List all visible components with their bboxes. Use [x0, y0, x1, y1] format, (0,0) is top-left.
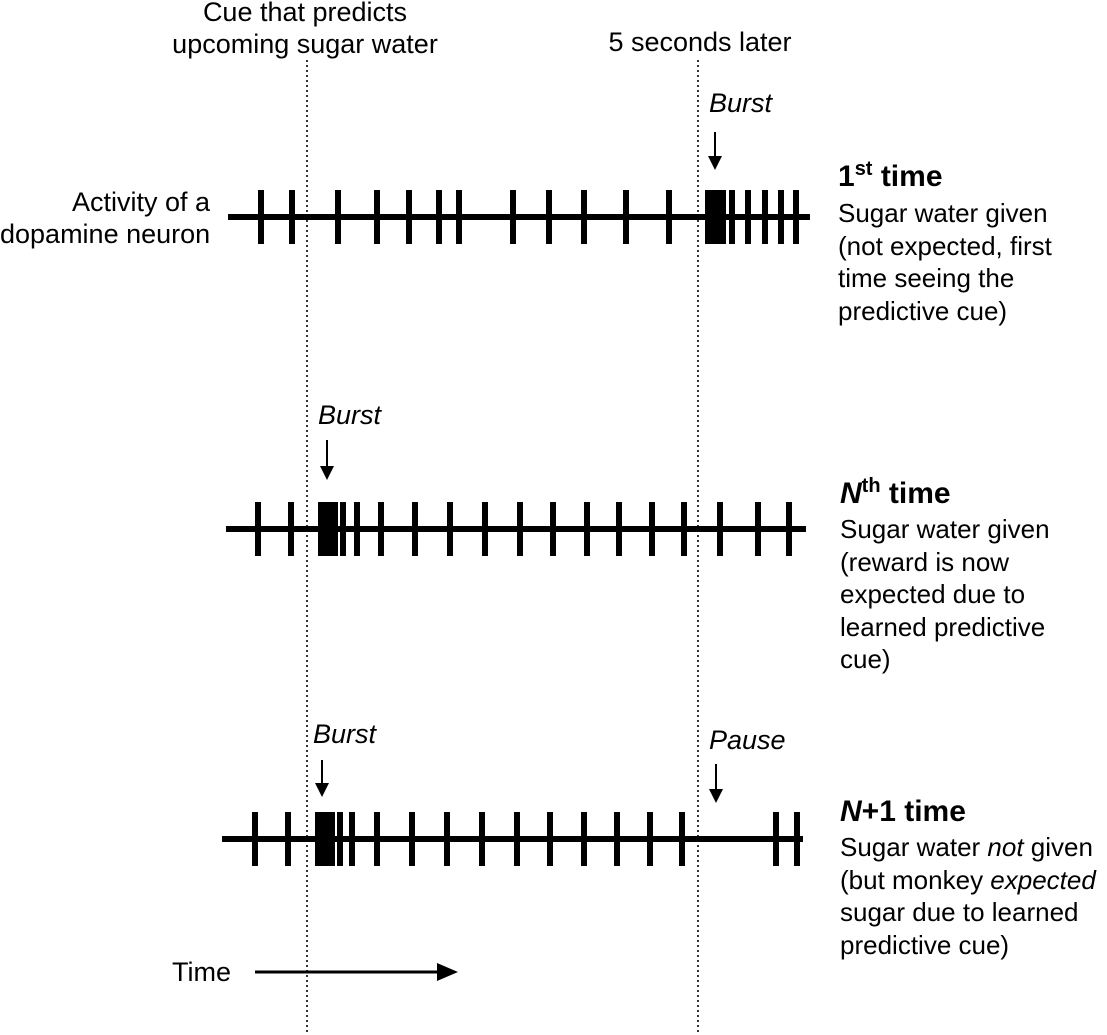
row-label-line1: Activity of a — [71, 187, 210, 217]
arrow-head — [708, 156, 722, 170]
burst-label-first-time: Burst — [709, 88, 773, 118]
desc-line: expected due to — [840, 579, 1026, 609]
spike-train-first-time — [228, 190, 810, 244]
spike-train-nth-time — [226, 502, 806, 556]
row-label-line2: dopamine neuron — [0, 219, 211, 249]
desc-line: predictive cue) — [838, 295, 1008, 326]
arrow-head — [320, 466, 334, 480]
burst-block — [318, 502, 338, 556]
row-label: Activity of a dopamine neuron — [0, 186, 210, 250]
desc-line: time seeing the — [838, 263, 1015, 293]
desc-line: (reward is now — [840, 546, 1010, 577]
cue-label: Cue that predicts upcoming sugar water — [150, 0, 460, 60]
cue-label-line1: Cue that predicts — [202, 0, 408, 27]
title-first-time: 1st time — [838, 158, 943, 193]
desc-line: (but monkey expected — [840, 864, 1096, 895]
desc-first-time: Sugar water given (not expected, first t… — [838, 197, 1052, 327]
annotation-arrows — [315, 132, 723, 803]
later-label: 5 seconds later — [608, 27, 792, 57]
arrow-head — [315, 783, 329, 797]
spike-train-n-plus-1-time — [222, 812, 803, 866]
burst-block — [315, 812, 335, 866]
pause-label: Pause — [709, 725, 786, 755]
cue-label-line2: upcoming sugar water — [172, 29, 438, 59]
burst-block — [705, 190, 726, 244]
burst-label-n-plus-1-time: Burst — [313, 719, 377, 749]
desc-line: Sugar water given — [840, 514, 1050, 544]
desc-line: cue) — [840, 644, 891, 674]
desc-line: (not expected, first — [838, 230, 1052, 261]
desc-line: Sugar water not given — [840, 832, 1093, 862]
desc-line: predictive cue) — [840, 929, 1010, 960]
desc-line: Sugar water given — [838, 198, 1048, 228]
desc-n-plus-1-time: Sugar water not given (but monkey expect… — [840, 831, 1096, 961]
desc-line: learned predictive — [840, 611, 1046, 642]
desc-nth-time: Sugar water given (reward is now expecte… — [840, 513, 1050, 676]
time-arrow — [255, 963, 458, 981]
arrow-head — [709, 789, 723, 803]
desc-line: sugar due to learned — [840, 897, 1079, 927]
burst-label-nth-time: Burst — [318, 400, 382, 430]
title-n-plus-1-time: N+1 time — [840, 795, 966, 828]
time-label: Time — [172, 957, 231, 987]
title-nth-time: Nth time — [840, 475, 951, 510]
